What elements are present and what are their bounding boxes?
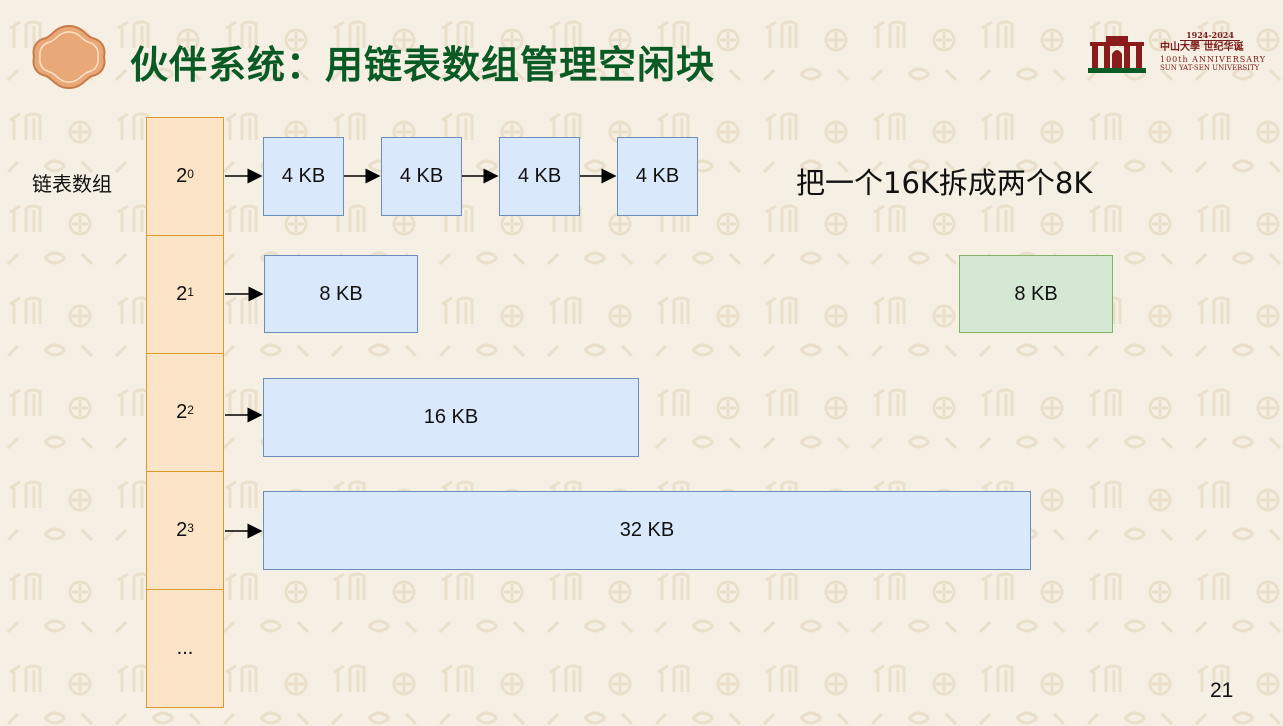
split-note: 把一个16K拆成两个8K <box>796 166 1093 200</box>
array-cell-exp: 0 <box>187 166 194 181</box>
array-cell-base: 2 <box>176 401 188 423</box>
block-4kb-3: 4 KB <box>499 137 580 216</box>
array-cell-exp: 3 <box>187 520 194 535</box>
block-16kb: 16 KB <box>263 378 639 457</box>
array-label: 链表数组 <box>32 172 112 196</box>
logo-years: 1924-2024 <box>1180 30 1240 41</box>
array-cell-exp: 1 <box>187 284 194 299</box>
block-32kb: 32 KB <box>263 491 1031 570</box>
university-logo: 1924-2024 中山大學 世纪华诞 100th ANNIVERSARY SU… <box>1086 28 1266 78</box>
array-cell-base: 2 <box>176 283 188 305</box>
page-number: 21 <box>1210 679 1234 702</box>
logo-chinese-name: 中山大學 世纪华诞 <box>1160 42 1244 53</box>
array-cell-base: 2 <box>176 165 188 187</box>
array-cell-base: 2 <box>176 519 188 541</box>
block-4kb-2: 4 KB <box>381 137 462 216</box>
array-cell-4: ... <box>146 589 224 708</box>
array-cell-exp: 2 <box>187 402 194 417</box>
page-title: 伙伴系统：用链表数组管理空闲块 <box>130 43 716 87</box>
block-8kb: 8 KB <box>264 255 418 333</box>
split-result-8kb: 8 KB <box>959 255 1113 333</box>
logo-anniversary: 100th ANNIVERSARY <box>1160 55 1267 64</box>
title-badge-icon <box>30 22 108 92</box>
logo-english-name: SUN YAT-SEN UNIVERSITY <box>1160 64 1260 72</box>
university-gate-icon <box>1088 36 1146 73</box>
block-4kb-4: 4 KB <box>617 137 698 216</box>
array-cell-base: ... <box>176 637 194 659</box>
block-4kb-1: 4 KB <box>263 137 344 216</box>
